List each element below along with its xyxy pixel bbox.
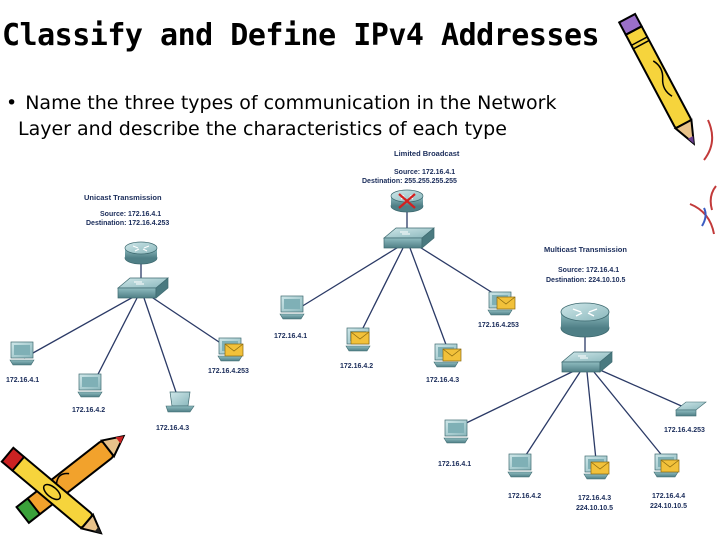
multicast-host-label: 172.16.4.1 [438, 461, 471, 468]
multicast-link [523, 371, 581, 459]
unicast-source: Source: 172.16.4.1 [100, 211, 161, 218]
pc-icon [77, 373, 103, 398]
laptop-icon [165, 391, 195, 413]
unicast-heading: Unicast Transmission [84, 193, 162, 202]
switch-icon [561, 351, 613, 373]
multicast-host-label: 172.16.4.4 [652, 493, 685, 500]
multicast-host-label: 172.16.4.253 [664, 427, 705, 434]
router-icon [560, 302, 610, 338]
broadcast-destination: Destination: 255.255.255.255 [362, 178, 457, 185]
pencil-clipart-bottom-left [0, 434, 126, 535]
slide-title: Classify and Define IPv4 Addresses [2, 18, 600, 53]
envelope-icon [590, 461, 610, 475]
bullet-line-2: Layer and describe the characteristics o… [18, 118, 507, 140]
pc-icon [9, 341, 35, 366]
broadcast-link [409, 247, 449, 351]
multicast-group-label: 224.10.10.5 [576, 505, 613, 512]
pc-icon [507, 453, 533, 478]
envelope-icon [442, 348, 462, 362]
switch-icon [383, 227, 435, 249]
bullet-symbol: • [6, 92, 18, 114]
unicast-host-label: 172.16.4.2 [72, 407, 105, 414]
pc-icon [443, 419, 469, 444]
broadcast-host-label: 172.16.4.2 [340, 363, 373, 370]
blocked-x-icon [398, 193, 416, 209]
multicast-group-label: 224.10.10.5 [650, 503, 687, 510]
envelope-icon [496, 296, 516, 310]
multicast-link [593, 371, 665, 459]
unicast-network: Unicast Transmission Source: 172.16.4.1 … [6, 193, 249, 432]
unicast-link [149, 295, 229, 349]
broadcast-host-label: 172.16.4.1 [274, 333, 307, 340]
unicast-host-label: 172.16.4.253 [208, 368, 249, 375]
envelope-icon [660, 459, 680, 473]
router-icon [124, 241, 158, 265]
multicast-source: Source: 172.16.4.1 [558, 267, 619, 274]
unicast-link [23, 295, 136, 359]
multicast-host-label: 172.16.4.2 [508, 493, 541, 500]
broadcast-link [417, 245, 505, 301]
bullet-line-1: Name the three types of communication in… [25, 92, 557, 114]
broadcast-source: Source: 172.16.4.1 [394, 169, 455, 176]
unicast-destination: Destination: 172.16.4.253 [86, 220, 169, 227]
envelope-icon [350, 331, 370, 345]
pc-icon [279, 295, 305, 320]
multicast-link [599, 369, 687, 409]
switch-icon [117, 277, 169, 299]
unicast-host-label: 172.16.4.3 [156, 425, 189, 432]
broadcast-host-label: 172.16.4.253 [478, 322, 519, 329]
broadcast-link [359, 247, 404, 335]
printer-icon [675, 401, 707, 417]
multicast-heading: Multicast Transmission [544, 245, 627, 254]
broadcast-network: Limited Broadcast Source: 172.16.4.1 Des… [274, 149, 519, 384]
multicast-destination: Destination: 224.10.10.5 [546, 277, 625, 284]
multicast-host-label: 172.16.4.3 [578, 495, 611, 502]
broadcast-host-label: 172.16.4.3 [426, 377, 459, 384]
unicast-host-label: 172.16.4.1 [6, 377, 39, 384]
bullet-text: • Name the three types of communication i… [6, 90, 666, 142]
pencil-clipart-top-right [617, 12, 717, 235]
multicast-link [459, 369, 577, 427]
broadcast-link [295, 245, 401, 311]
unicast-link [91, 297, 138, 387]
unicast-link [143, 297, 179, 399]
envelope-icon [224, 343, 244, 357]
broadcast-heading: Limited Broadcast [394, 149, 460, 158]
multicast-network: Multicast Transmission Source: 172.16.4.… [438, 245, 707, 512]
multicast-link [586, 371, 597, 461]
